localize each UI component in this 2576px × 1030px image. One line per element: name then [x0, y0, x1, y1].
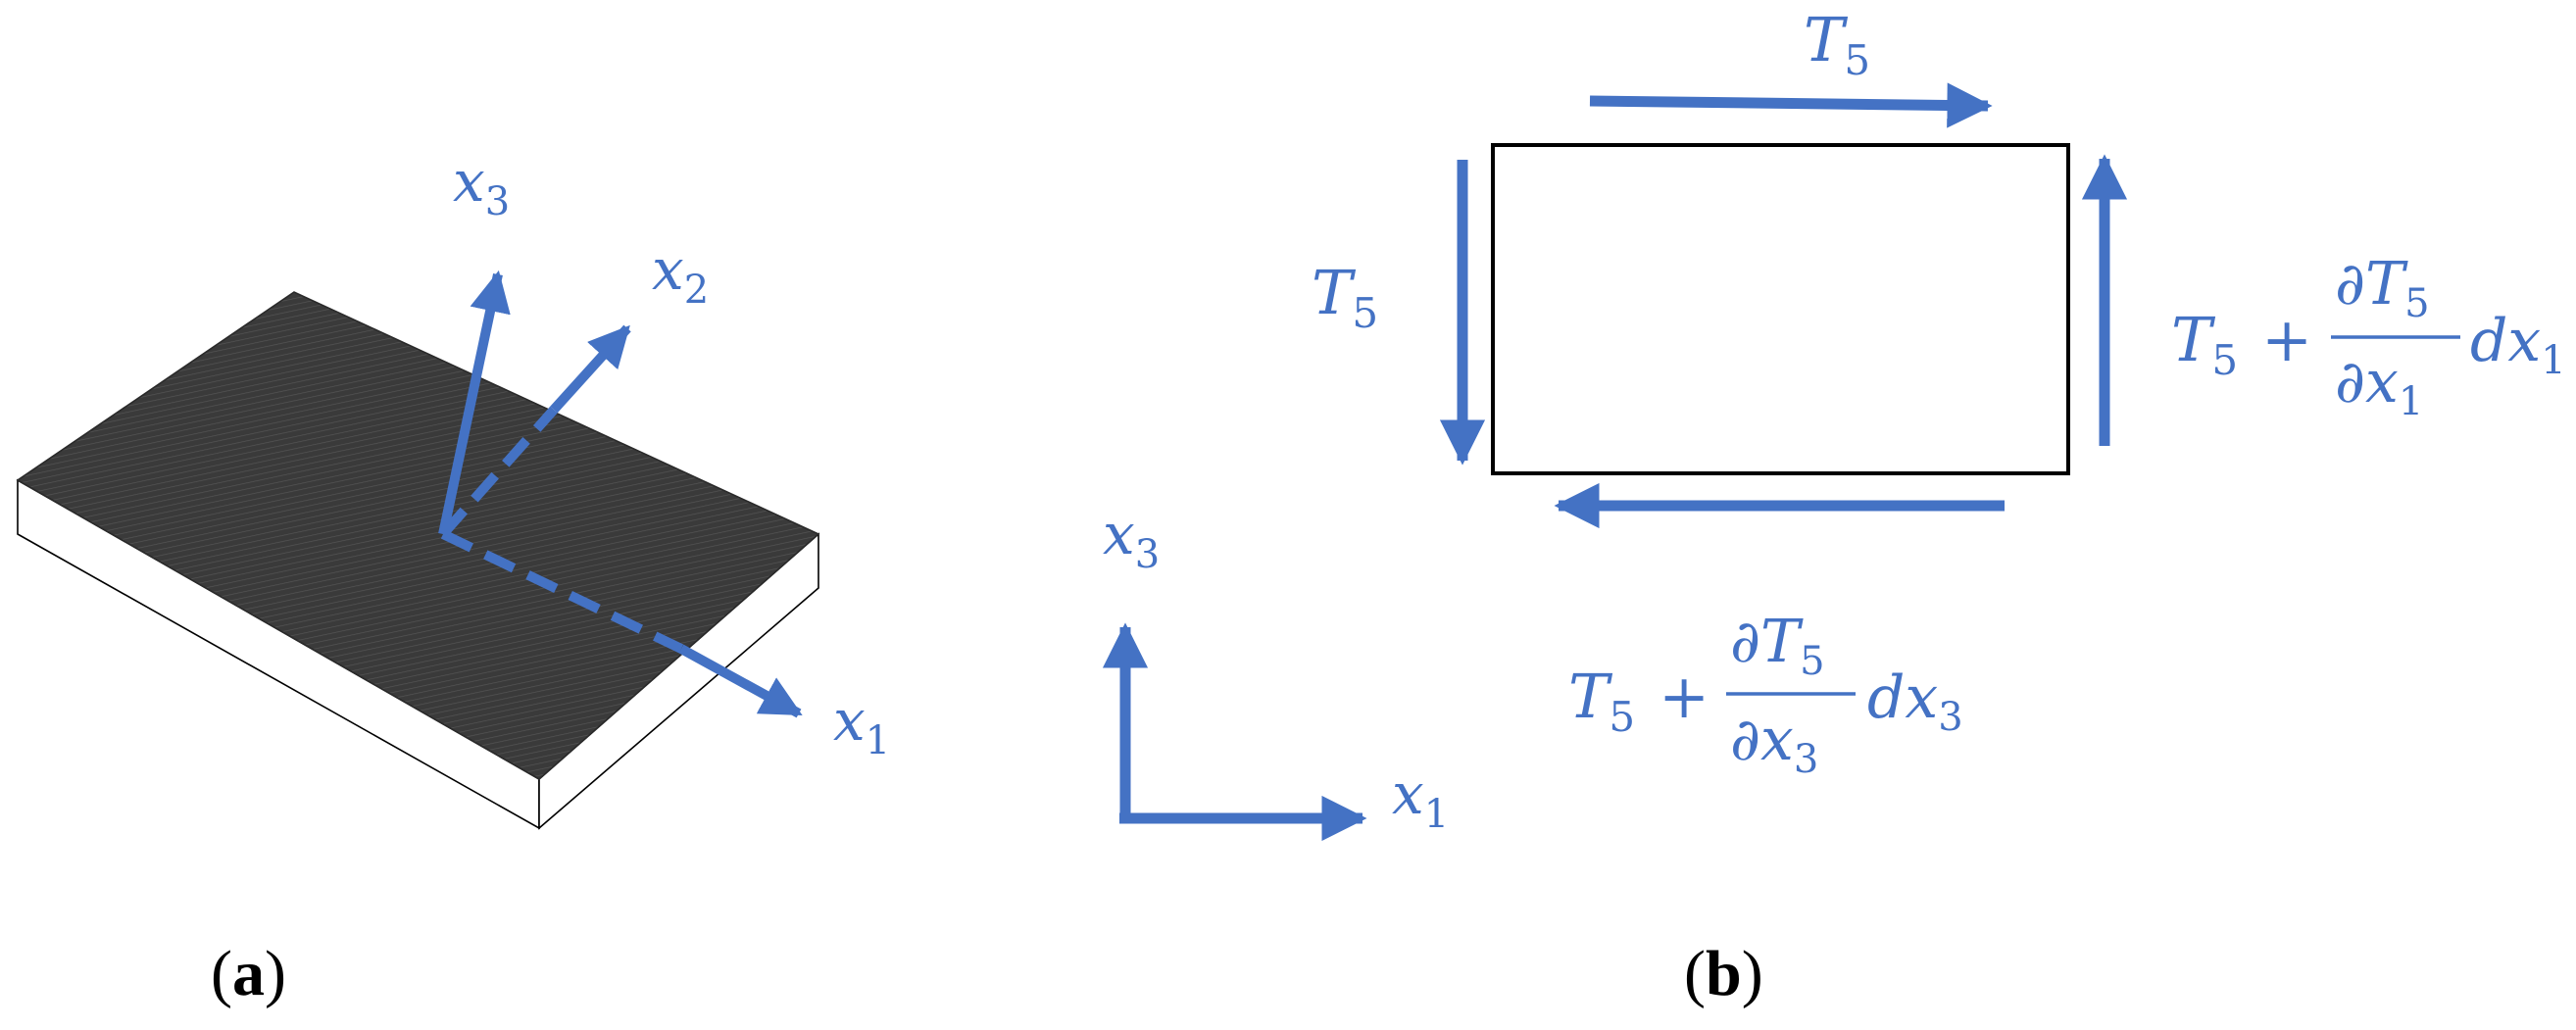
left-shear-label: T5	[1312, 257, 1378, 337]
coord-x3-label: x3	[1103, 501, 1160, 577]
plate-top-face	[16, 291, 820, 780]
x3-axis-label: x3	[453, 148, 510, 224]
top-shear-label: T5	[1804, 4, 1870, 84]
panel-a: x3 x2 x1 (a)	[16, 148, 890, 1009]
x2-axis-label: x2	[652, 236, 709, 313]
plate-axes	[438, 270, 803, 718]
bottom-label-lead: T5+	[1568, 661, 1709, 741]
coord-x1-label: x1	[1392, 760, 1449, 837]
x3-axis-arrow	[438, 270, 511, 536]
right-shear-label: T5+ ∂T5 ∂x1 dx1	[2171, 250, 2566, 424]
element-rectangle	[1491, 143, 2070, 475]
right-label-differential: dx1	[2470, 307, 2566, 383]
top-shear-arrow	[1589, 82, 1993, 128]
x2-axis-arrow	[550, 324, 631, 414]
x2-axis-dashed	[439, 406, 558, 538]
plate	[16, 291, 820, 830]
caption-a: (a)	[211, 938, 286, 1009]
right-label-numerator: ∂T5	[2335, 250, 2430, 326]
caption-b: (b)	[1684, 938, 1763, 1009]
bottom-label-denominator: ∂x3	[1730, 706, 1818, 782]
shear-arrows	[1439, 82, 2128, 529]
bottom-label-numerator: ∂T5	[1730, 608, 1825, 684]
bottom-label-differential: dx3	[1867, 663, 1963, 740]
x1-axis-label: x1	[833, 687, 890, 763]
coordinate-axes	[1102, 622, 1367, 842]
right-label-lead: T5+	[2171, 304, 2312, 384]
x1-axis-arrow	[678, 644, 803, 718]
bottom-shear-label: T5+ ∂T5 ∂x3 dx3	[1568, 608, 1963, 782]
right-label-denominator: ∂x1	[2335, 348, 2423, 424]
panel-b: T5 T5 T5+ ∂T5 ∂x1 dx1 T5+	[1102, 4, 2566, 1009]
